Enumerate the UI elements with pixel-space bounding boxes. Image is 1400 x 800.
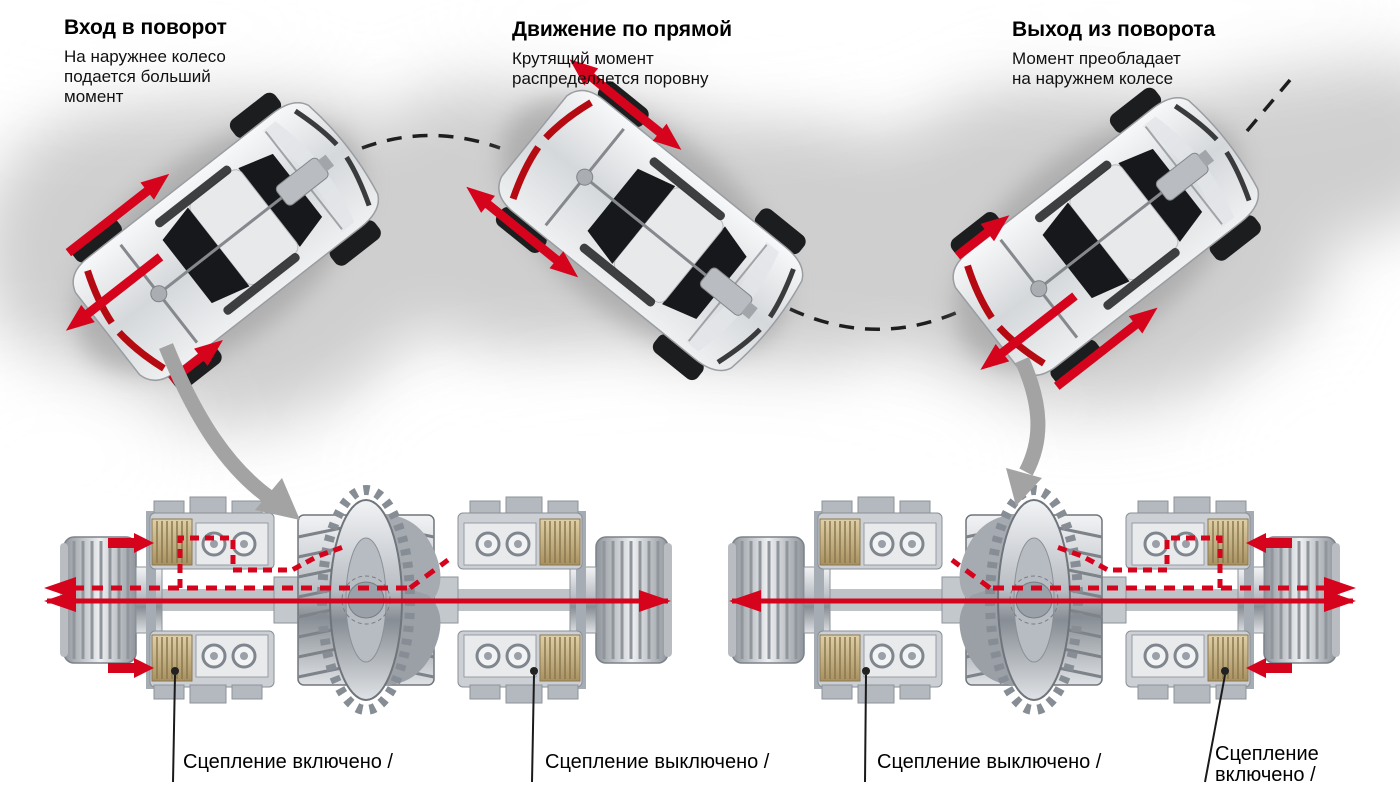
car-corner-entry [22, 65, 408, 425]
caption-body: На наружнее колесо подается больший моме… [64, 47, 226, 106]
clutch-label-right-diff-left: Сцепление выключено / [877, 751, 1102, 773]
clutch-label-left-diff-right: Сцепление выключено / [545, 751, 770, 773]
driving-line-dashed [361, 78, 1292, 331]
background-white-blooms [0, 0, 1400, 555]
torque-arrows-exit [954, 215, 1158, 390]
differential-right [728, 490, 1356, 710]
driving-line-segment-right [1245, 78, 1292, 133]
caption-heading: Вход в поворот [64, 16, 227, 39]
detail-pointer-arrow-left [159, 343, 300, 520]
caption-heading: Движение по прямой [512, 18, 733, 41]
caption-body: Крутящий момент распределяется поровну [512, 49, 709, 88]
caption-corner-exit: Выход из поворота Момент преобладает на … [1012, 18, 1262, 89]
car-straight-line [455, 47, 833, 403]
caption-corner-entry: Вход в поворот На наружнее колесо подает… [64, 16, 314, 107]
caption-body: Момент преобладает на наружнем колесе [1012, 49, 1181, 88]
detail-pointer-arrow-right [1006, 356, 1046, 506]
driving-line-segment-middle [789, 307, 959, 331]
car-corner-exit [907, 66, 1293, 426]
torque-arrows-straight [466, 59, 682, 278]
callout-lines [172, 674, 1226, 783]
caption-heading: Выход из поворота [1012, 18, 1216, 41]
clutch-label-left-diff-left: Сцепление включено / [183, 751, 393, 773]
torque-arrows-entry [65, 173, 223, 385]
clutch-label-right-diff-right: Сцепление включено / [1215, 743, 1319, 786]
caption-straight-line: Движение по прямой Крутящий момент распр… [512, 18, 762, 89]
